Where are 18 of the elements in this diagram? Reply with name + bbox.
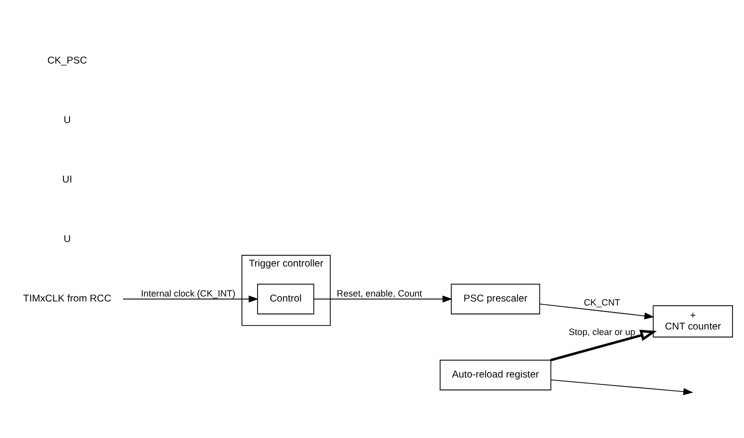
arrow bbox=[539, 303, 654, 319]
node-box: + CNT counter bbox=[652, 304, 733, 337]
arrow bbox=[314, 295, 452, 302]
label: U bbox=[64, 114, 71, 126]
arrow bbox=[550, 378, 694, 395]
node-box: Auto-reload register bbox=[440, 359, 552, 390]
label: CK_PSC bbox=[47, 55, 88, 66]
label: UI bbox=[62, 174, 72, 186]
arrow bbox=[122, 295, 259, 302]
node-text: TIMxCLK from RCC bbox=[23, 293, 112, 304]
edge-label: Internal clock (CK_INT) bbox=[141, 288, 236, 298]
edge-label: Stop, clear or up bbox=[568, 326, 636, 337]
arrow bbox=[550, 329, 657, 361]
edge-label: CK_CNT bbox=[584, 297, 620, 308]
edge-label: Reset, enable, Count bbox=[336, 288, 422, 298]
node-box: Control bbox=[257, 283, 314, 314]
node-box: PSC prescaler bbox=[450, 283, 540, 314]
label: U bbox=[64, 234, 71, 245]
